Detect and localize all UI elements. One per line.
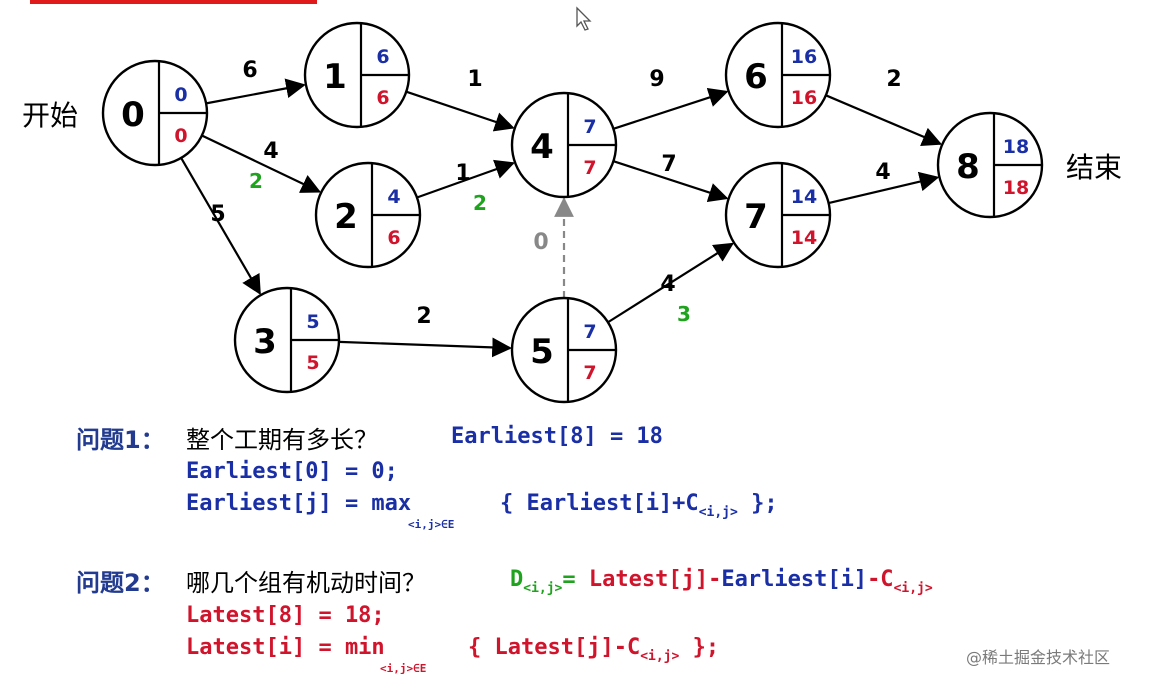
start-label: 开始 [22,99,79,132]
edge-0-2 [201,134,322,193]
q2-formula: D<i,j>= Latest[j]-Earliest[i]-C<i,j> [510,567,933,596]
edge-weight-2-4: 1 [455,161,470,186]
mouse-cursor-icon [576,6,592,31]
end-label: 结束 [1066,151,1123,184]
q1-line2-b: { Earliest[i]+C<i,j> }; [500,491,778,520]
node-earliest: 18 [1003,136,1029,158]
q1-question: 整个工期有多长？ [186,426,378,454]
node-earliest: 16 [791,46,817,68]
edge-0-1 [205,78,306,105]
q1-line2-a: Earliest[j] = max [186,491,412,516]
node-id: 2 [334,197,358,237]
edge-weight-5-4: 0 [533,230,548,255]
node-latest: 7 [583,362,596,384]
q2-label: 问题2： [76,569,165,597]
node-earliest: 7 [583,321,596,343]
node-latest: 0 [174,125,187,147]
edge-7-8 [828,171,940,205]
q1-label: 问题1： [76,426,165,454]
q1-answer: Earliest[8] = 18 [451,424,663,449]
node-earliest: 6 [376,46,389,68]
node-id: 3 [253,322,277,362]
edge-2-4 [416,159,516,199]
edge-6-8 [825,94,943,147]
edge-4-7 [613,160,729,203]
watermark: @稀土掘金技术社区 [966,648,1111,667]
q1-line1: Earliest[0] = 0; [186,459,398,484]
node-latest: 5 [306,352,319,374]
edge-slack-0-2: 2 [249,169,263,193]
q2-line2-a: Latest[i] = min [186,635,385,660]
node-earliest: 0 [174,84,187,106]
node-1: 1 6 6 [303,21,411,129]
node-2: 2 4 6 [314,161,422,269]
node-7: 7 14 14 [724,161,832,269]
edge-4-6 [613,87,729,130]
node-5: 5 7 7 [510,296,618,404]
node-4: 4 7 7 [510,91,618,199]
edge-5-7 [607,242,735,324]
edge-weight-3-5: 2 [416,304,431,329]
edge-weight-7-8: 4 [875,160,890,185]
node-0: 0 0 0 [101,59,209,167]
node-id: 7 [744,197,768,237]
node-id: 1 [323,57,347,97]
q2-line2-b: { Latest[j]-C<i,j> }; [468,635,720,664]
edge-weight-4-6: 9 [649,67,664,92]
q2-line1: Latest[8] = 18; [186,603,385,628]
node-id: 5 [530,332,554,372]
edge-weight-0-1: 6 [242,58,257,83]
q1-line2-under: <i,j>∈E [408,518,455,531]
node-8: 8 18 18 [936,111,1044,219]
edge-slack-5-7: 3 [677,302,691,326]
node-earliest: 5 [306,311,319,333]
header-accent-bar [30,0,317,4]
q2-line2-under: <i,j>∈E [380,662,427,675]
node-3: 3 5 5 [233,286,341,394]
edge-weight-1-4: 1 [467,67,482,92]
edge-slack-2-4: 2 [473,191,487,215]
edge-0-3 [180,157,261,296]
node-6: 6 16 16 [724,21,832,129]
node-latest: 6 [387,227,400,249]
q2-question: 哪几个组有机动时间？ [186,569,426,597]
edge-weight-0-2: 4 [263,139,278,164]
node-earliest: 14 [791,186,817,208]
node-id: 4 [530,127,554,167]
node-latest: 16 [791,87,817,109]
edge-weight-0-3: 5 [210,202,225,227]
node-latest: 14 [791,227,817,249]
node-earliest: 7 [583,116,596,138]
node-latest: 6 [376,87,389,109]
edge-weight-6-8: 2 [886,67,901,92]
edge-weight-4-7: 7 [661,152,676,177]
node-id: 0 [121,95,145,135]
node-latest: 18 [1003,177,1029,199]
edge-3-5 [338,337,513,358]
node-earliest: 4 [387,186,400,208]
node-id: 8 [956,147,980,187]
edge-1-4 [405,90,515,132]
node-latest: 7 [583,157,596,179]
edge-weight-5-7: 4 [660,272,675,297]
node-id: 6 [744,57,768,97]
